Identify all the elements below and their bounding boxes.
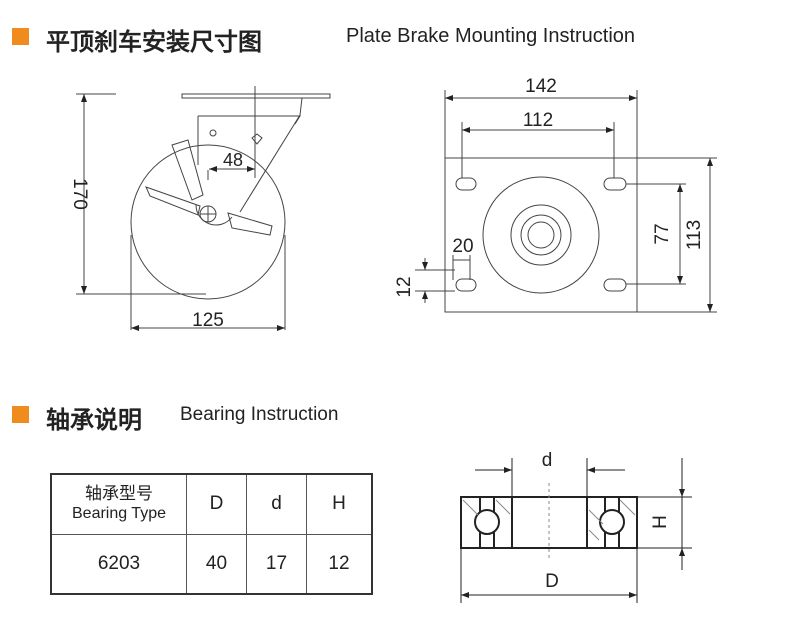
dim-plate-length: 113	[684, 220, 705, 250]
header-d: d	[246, 473, 307, 535]
header-D: D	[186, 473, 247, 535]
section2-title-en: Bearing Instruction	[180, 404, 339, 425]
plate-top-view	[415, 90, 717, 313]
bearing-label-H: H	[650, 515, 671, 529]
cell-type: 6203	[50, 533, 187, 595]
dim-plate-width: 142	[525, 76, 557, 97]
dim-hole-span-y: 77	[652, 223, 673, 244]
dim-slot-width: 12	[394, 276, 415, 297]
section-marker-icon	[12, 28, 29, 45]
dim-slot-length: 20	[452, 236, 473, 257]
section1-title-en: Plate Brake Mounting Instruction	[346, 25, 636, 47]
bearing-cross-section	[460, 458, 692, 603]
cell-d: 17	[246, 533, 307, 595]
dim-offset: 48	[223, 150, 243, 170]
header-H: H	[306, 473, 373, 535]
dim-hole-span-x: 112	[523, 110, 553, 131]
dim-wheel-width: 125	[192, 310, 224, 331]
header-zh: 轴承型号	[85, 484, 153, 505]
table-row: 6203 40 17 12	[50, 533, 373, 595]
bearing-label-d: d	[542, 450, 553, 471]
dim-height: 170	[69, 178, 90, 210]
header-en: Bearing Type	[72, 505, 166, 523]
cell-H: 12	[306, 533, 373, 595]
caster-side-view	[76, 86, 331, 331]
cell-D: 40	[186, 533, 247, 595]
section-marker-icon	[12, 406, 29, 423]
section2-title-zh: 轴承说明	[46, 406, 142, 434]
bearing-label-D: D	[545, 571, 559, 592]
section1-title-zh: 平顶刹车安装尺寸图	[46, 28, 262, 56]
